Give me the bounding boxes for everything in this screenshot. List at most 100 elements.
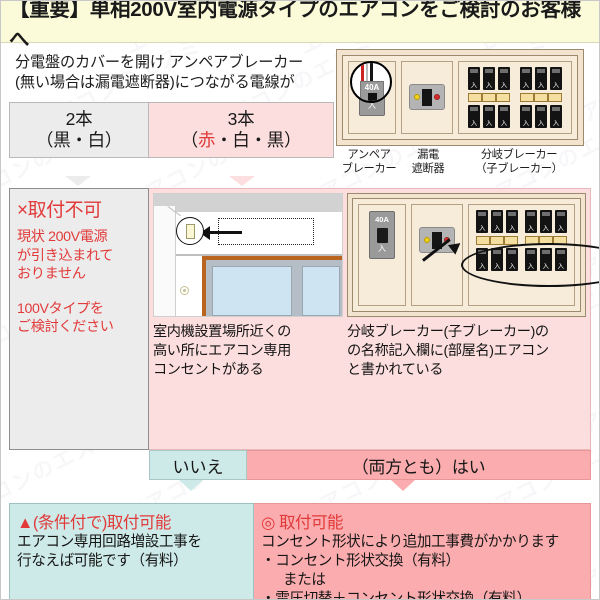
wire-black [370,63,373,83]
branch-breaker [476,210,489,234]
panel-captions: アンペア ブレーカー 漏電 遮断器 分岐ブレーカー （子ブレーカー） [336,149,584,176]
wire-red [361,63,364,83]
result-conditional-title: ▲(条件付で)取付可能 [17,514,171,533]
branch-breaker [498,105,510,128]
label-strip-right [520,93,562,102]
choice-three-wires[interactable]: 3本 （赤・白・黒） [149,102,334,159]
branch-row-top [473,210,570,234]
breaker-panel-diagram-bottom: 40A 入 [347,193,599,318]
top-section: 分電盤のカバーを開け アンペアブレーカー (無い場合は漏電遮断器)につながる電線… [1,43,599,176]
branch-label-strips [473,236,570,246]
intro-line-2: (無い場合は漏電遮断器)につながる電線が [15,74,295,92]
amp-breaker-on-mark: 入 [378,244,386,254]
branch-breakers-cell [422,204,599,307]
branch-group-left [468,67,510,90]
branch-group-left [468,105,510,128]
branch-breaker [491,248,504,272]
amp-breaker-cell: 40A 入 [358,204,406,307]
pointer-arrow-shaft [206,231,242,235]
no-install-advice: 100Vタイプを ご検討ください [17,300,114,336]
answer-yes[interactable]: （両方とも）はい [247,450,591,481]
outlet-circle-highlight [176,217,204,246]
page-header: 【重要】単相200V室内電源タイプのエアコンをご検討のお客様へ [1,1,599,51]
result-possible-body: コンセント形状により追加工事費がかかります ・コンセント形状交換（有料） または… [261,534,559,600]
branch-breaker [550,105,562,128]
result-possible: ◎ 取付可能 コンセント形状により追加工事費がかかります ・コンセント形状交換（… [254,503,591,600]
condition-breaker-label: 40A 入 [347,193,599,445]
branch-breaker [554,210,567,234]
window-glass-right [302,266,340,317]
earth-leakage-breaker-cell [401,61,453,134]
wire-white [365,63,368,83]
magnified-breaker-switch [367,93,377,101]
page-title: 【重要】単相200V室内電源タイプのエアコンをご検討のお客様へ [9,0,581,51]
connector-yes [391,480,415,492]
connector-three [229,176,255,187]
branch-breaker-grid [459,62,571,133]
branch-breaker [491,210,504,234]
branch-row-bottom [473,248,570,272]
wall-fixture-icon [180,286,189,296]
indoor-outlet-photo [153,193,343,318]
choice-three-detail: （赤・白・黒） [180,130,302,151]
answer-connectors [1,480,599,502]
amp-breaker-body: 40A 入 [369,211,395,260]
branch-group-right [520,67,562,90]
condition-outlet: 室内機設置場所近くの 高い所にエアコン専用 コンセントがある [153,193,343,445]
caption-amp-breaker: アンペア ブレーカー [341,149,397,175]
choice-three-count: 3本 [227,109,255,130]
branch-breaker [476,248,489,272]
choice-two-detail: （黒・白） [36,130,122,151]
connector-two [65,176,91,187]
window-glass-left [212,266,292,317]
magnified-breaker: 40A [360,81,384,101]
connector-no [179,480,203,492]
branch-breaker [524,210,537,234]
branch-breaker [535,105,547,128]
amp-breaker-cell: 40A 入 40A [348,61,396,134]
branch-breaker-grid [469,205,574,276]
branch-row-top [463,67,567,90]
branch-breaker [554,248,567,272]
intro-text: 分電盤のカバーを開け アンペアブレーカー (無い場合は漏電遮断器)につながる電線… [9,49,334,93]
window-inner-frame [206,260,342,317]
amp-breaker-rating: 40A [364,83,380,92]
branch-group-right [520,105,562,128]
branch-breaker [520,67,532,90]
branch-breaker [550,67,562,90]
branch-breaker [468,105,480,128]
branch-breaker [520,105,532,128]
caption-elcb: 漏電 遮断器 [411,149,445,175]
conditions-box: 室内機設置場所近くの 高い所にエアコン専用 コンセントがある 40A [149,188,599,451]
test-button-yellow-icon [424,237,430,244]
window-frame [202,256,342,317]
branch-breaker [506,210,519,234]
answer-no[interactable]: いいえ [149,450,247,481]
branch-breaker [506,248,519,272]
ceiling-strip [154,194,342,213]
branch-label-strips [463,93,567,102]
left-wall [154,206,176,317]
reset-button-red-icon [434,94,440,100]
label-strip-left [468,93,510,102]
branch-breakers-cell [458,61,572,134]
condition-breaker-label-text: 分岐ブレーカー(子ブレーカー)の の名称記入欄に(部屋名)エアコン と書かれてい… [347,324,549,378]
branch-breaker [468,67,480,90]
no-install-body: 現状 200V電源 が引き込まれて おりません [17,229,114,283]
choice-connectors [1,176,599,187]
choice-two-wires[interactable]: 2本 （黒・白） [9,102,149,159]
answer-spacer [9,450,149,480]
branch-breaker [483,105,495,128]
magnifier-icon: 40A [350,61,392,103]
result-conditional: ▲(条件付で)取付可能 エアコン専用回路増設工事を 行なえば可能です（有料） [9,503,254,599]
condition-outlet-text: 室内機設置場所近くの 高い所にエアコン専用 コンセントがある [153,324,291,378]
elcb-switch [422,88,432,106]
breaker-panel-diagram-top: 40A 入 40A [336,49,584,176]
lower-wall [176,256,202,317]
elcb-switch [432,231,442,249]
branch-breaker [483,67,495,90]
no-install-box: ×取付不可 現状 200V電源 が引き込まれて おりません 100Vタイプを ご… [9,188,149,451]
amp-breaker-switch [376,228,388,244]
amp-breaker-rating: 40A [375,215,389,225]
